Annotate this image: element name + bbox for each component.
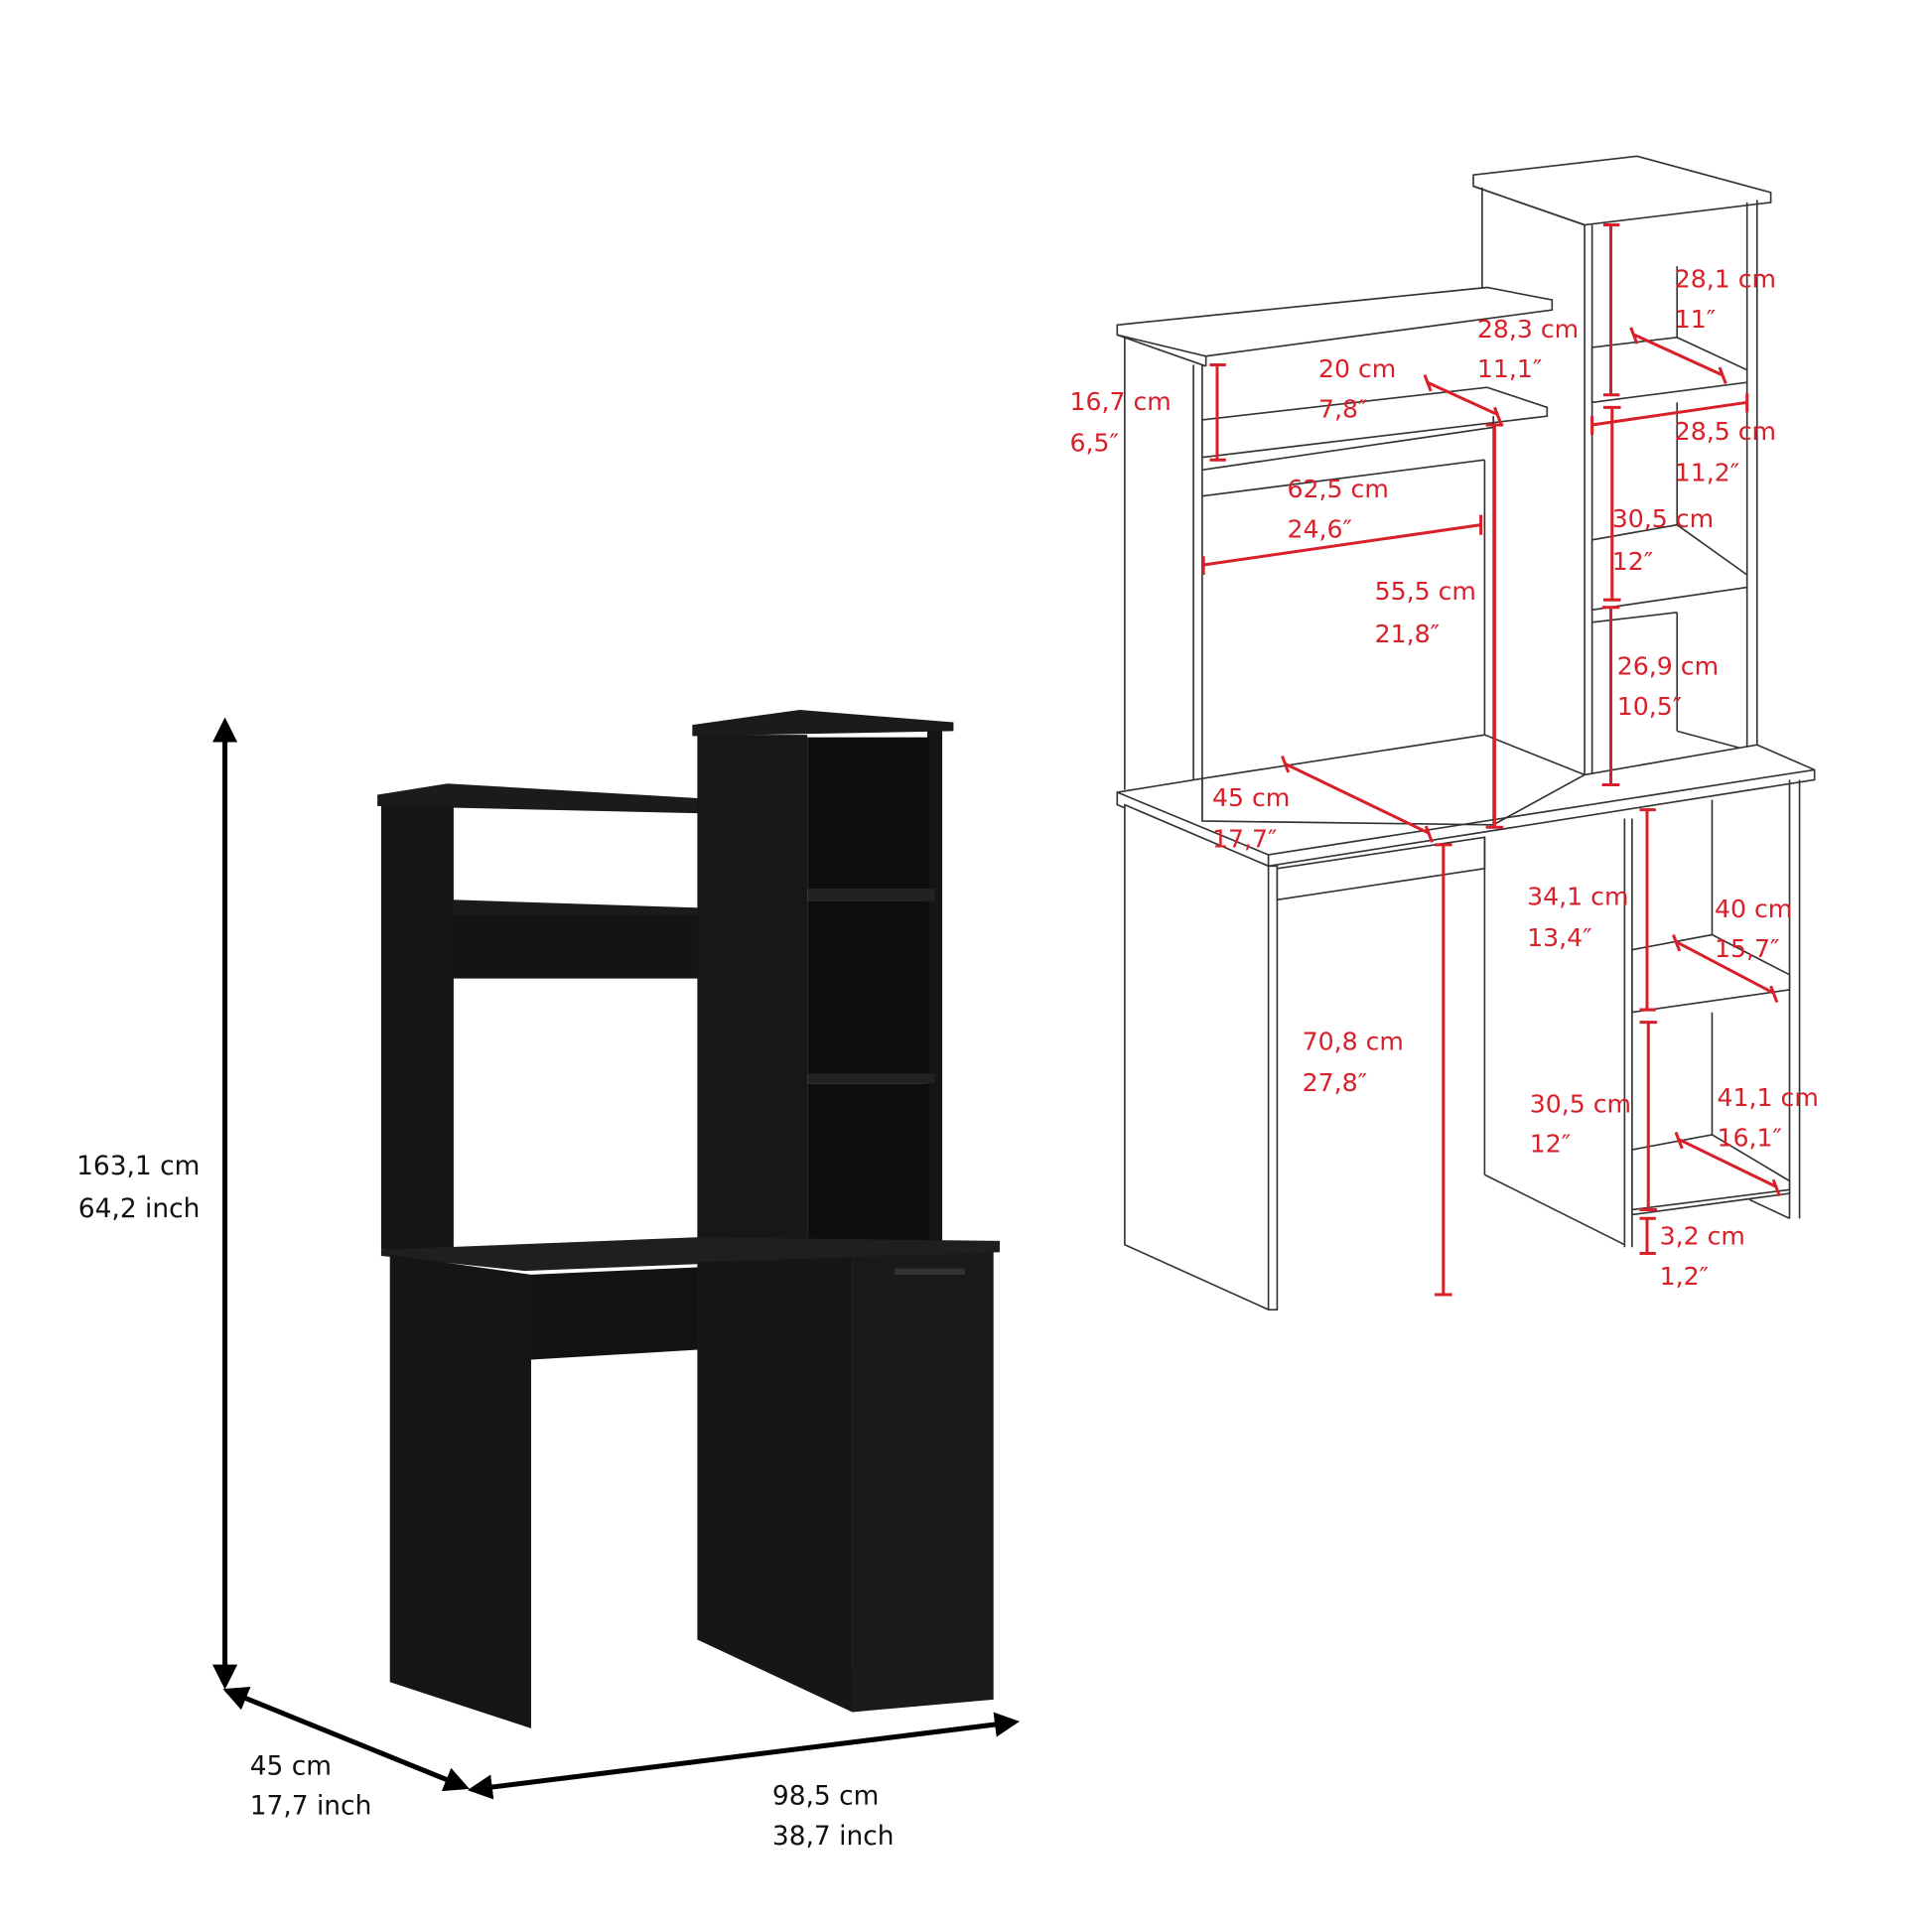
width-inch-label: 38,7 inch	[772, 1821, 895, 1852]
tower-front-panel	[697, 735, 808, 1248]
cabinet-door	[852, 1252, 994, 1713]
dim-hutch-inner-width	[1201, 514, 1483, 576]
label-tower-bottom-cubby-inch: 10,5″	[1617, 692, 1682, 721]
height-inch-label: 64,2 inch	[78, 1193, 201, 1224]
upper-shelf-outline	[1201, 386, 1549, 459]
edge	[1591, 611, 1678, 623]
label-cabinet-upper-depth-inch: 15,7″	[1715, 934, 1779, 963]
overall-dimension-labels: 163,1 cm 64,2 inch 45 cm 17,7 inch 98,5 …	[76, 1151, 894, 1852]
edge	[1201, 459, 1485, 497]
label-floor-clearance-cm: 3,2 cm	[1660, 1222, 1745, 1251]
edge	[1631, 1188, 1790, 1211]
label-upper-shelf-depth-cm: 20 cm	[1318, 354, 1396, 383]
line-drawing	[1116, 155, 1816, 1311]
tower-cubby-top	[807, 737, 929, 891]
cabinet-side	[697, 1257, 853, 1713]
label-cabinet-upper-height-inch: 13,4″	[1527, 923, 1591, 952]
width-arrow	[467, 1712, 1021, 1800]
label-desk-height-inch: 27,8″	[1303, 1068, 1367, 1097]
label-tower-bottom-cubby-cm: 26,9 cm	[1617, 652, 1719, 681]
black-desk-render	[377, 709, 1000, 1728]
label-tower-side-height-inch: 11,1″	[1477, 354, 1542, 383]
edge	[1677, 730, 1747, 752]
label-cabinet-upper-depth-cm: 40 cm	[1715, 895, 1792, 923]
left-leg-outline	[1124, 803, 1279, 1311]
width-cm-label: 98,5 cm	[772, 1781, 880, 1812]
hutch-top-board	[377, 783, 767, 815]
label-cabinet-lower-height-inch: 12″	[1530, 1130, 1571, 1159]
label-desk-depth-inch: 17,7″	[1212, 824, 1277, 853]
label-hutch-inner-width-cm: 62,5 cm	[1287, 475, 1388, 503]
depth-cm-label: 45 cm	[250, 1750, 332, 1781]
tower-shelf-2	[807, 1073, 935, 1084]
label-tower-mid-cubby-inch: 12″	[1612, 547, 1653, 576]
red-dimension-lines	[1201, 223, 1781, 1297]
label-hutch-inner-width-inch: 24,6″	[1287, 514, 1351, 543]
door-handle	[895, 1268, 965, 1275]
label-tower-top-cubby-cm: 28,1 cm	[1675, 265, 1776, 294]
desk-modesty-panel	[530, 1267, 700, 1360]
label-upper-shelf-gap-cm: 16,7 cm	[1069, 387, 1171, 416]
edge	[1748, 1198, 1790, 1220]
tower-top-board-outline	[1472, 155, 1772, 226]
dim-floor-clearance	[1639, 1216, 1656, 1256]
tower-shelf-1	[807, 888, 935, 901]
label-floor-clearance-inch: 1,2″	[1660, 1262, 1709, 1291]
tower-cubby-mid	[807, 900, 929, 1075]
label-tower-width-inch: 11,2″	[1675, 459, 1739, 487]
cabinet-shelf-outline	[1631, 933, 1791, 1014]
red-dimension-labels: 16,7 cm 6,5″ 20 cm 7,8″ 28,3 cm 11,1″ 28…	[1069, 265, 1818, 1291]
label-upper-shelf-gap-inch: 6,5″	[1069, 428, 1118, 457]
label-tower-mid-cubby-cm: 30,5 cm	[1612, 504, 1714, 533]
dim-tower-top-cubby	[1602, 223, 1620, 397]
depth-inch-label: 17,7 inch	[250, 1791, 372, 1822]
label-tower-width-cm: 28,5 cm	[1675, 417, 1776, 446]
edge	[1117, 334, 1206, 367]
label-tower-side-height-cm: 28,3 cm	[1477, 315, 1579, 344]
dim-desk-height	[1435, 843, 1452, 1297]
dim-upper-shelf-depth	[1423, 374, 1503, 425]
desk-top	[380, 1237, 1000, 1272]
overall-dimension-arrows	[211, 717, 1021, 1800]
hutch-back-panel	[452, 915, 700, 979]
height-cm-label: 163,1 cm	[76, 1151, 200, 1181]
tower-top-board	[692, 709, 954, 737]
dim-hutch-opening-height	[1485, 423, 1504, 829]
edge	[1268, 768, 1815, 856]
label-tower-top-cubby-inch: 11″	[1675, 305, 1716, 334]
edge	[1116, 791, 1269, 856]
dim-cabinet-upper-height	[1639, 808, 1656, 1012]
label-hutch-opening-height-inch: 21,8″	[1375, 620, 1440, 648]
label-cabinet-lower-height-cm: 30,5 cm	[1530, 1089, 1631, 1118]
dim-tower-shelf-depth	[1629, 327, 1727, 384]
label-hutch-opening-height-cm: 55,5 cm	[1375, 577, 1476, 606]
label-cabinet-lower-depth-cm: 41,1 cm	[1717, 1083, 1818, 1112]
depth-arrow	[222, 1686, 470, 1792]
tower-shelf-2-outline	[1590, 523, 1748, 612]
label-cabinet-upper-height-cm: 34,1 cm	[1527, 882, 1628, 910]
label-cabinet-lower-depth-inch: 16,1″	[1717, 1123, 1781, 1152]
label-desk-depth-cm: 45 cm	[1212, 783, 1290, 812]
dim-cabinet-upper-depth	[1672, 933, 1779, 1004]
edge	[1472, 185, 1586, 226]
dim-cabinet-lower-height	[1639, 1021, 1658, 1211]
dim-upper-shelf-gap	[1209, 363, 1226, 462]
dim-tower-width	[1590, 393, 1749, 436]
edge	[1484, 1173, 1625, 1246]
hutch-left-side	[380, 803, 454, 1250]
edge	[1201, 734, 1485, 779]
label-upper-shelf-depth-inch: 7,8″	[1318, 394, 1367, 423]
tower-cubby-bottom	[807, 1083, 929, 1244]
tower-right-side	[926, 731, 943, 1244]
label-desk-height-cm: 70,8 cm	[1303, 1027, 1404, 1055]
dim-tower-mid-cubby	[1602, 405, 1621, 602]
dim-desk-depth	[1281, 755, 1434, 843]
tower-shelf-1-outline	[1590, 337, 1748, 404]
dim-cabinet-lower-depth	[1674, 1131, 1781, 1197]
edge	[1484, 734, 1586, 776]
dim-tower-bottom-cubby	[1601, 606, 1620, 786]
edge	[1201, 426, 1494, 472]
desk-left-leg	[389, 1254, 531, 1728]
